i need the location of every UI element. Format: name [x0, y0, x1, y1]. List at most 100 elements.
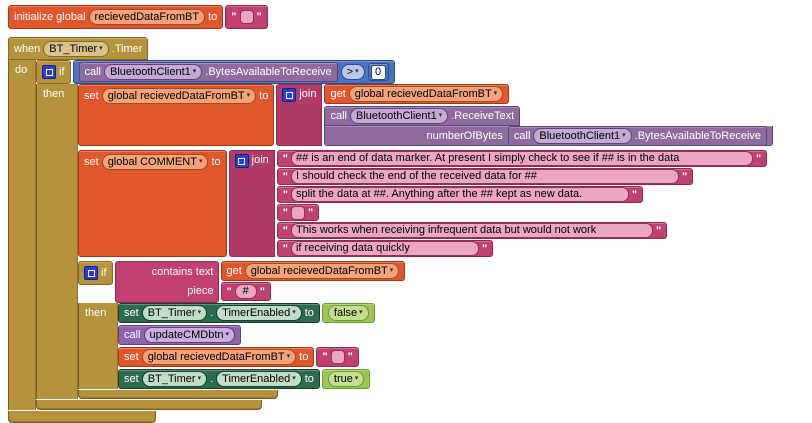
block-if-1[interactable]: if call BluetoothClient1 ▾ .BytesAvailab… [36, 60, 774, 410]
bluetooth-component-text: BluetoothClient1 [355, 110, 437, 122]
dropdown-arrow-icon: ▾ [438, 112, 443, 119]
property-field[interactable]: TimerEnabled ▾ [216, 305, 302, 321]
join2-head[interactable]: join [228, 150, 275, 257]
block-set-timerenabled-true[interactable]: set BT_Timer ▾ . TimerEnabled [118, 369, 320, 389]
block-if-2[interactable]: if contains text piece get [78, 261, 773, 399]
if1-header[interactable]: if [36, 60, 71, 84]
variable-field[interactable]: global recievedDataFromBT ▾ [101, 87, 257, 104]
set-label: set [124, 307, 139, 319]
empty-text-field[interactable] [330, 350, 345, 364]
timer-component-field[interactable]: BT_Timer ▾ [141, 371, 208, 387]
string-text-field[interactable]: split the data at ##. Anything after the… [290, 187, 629, 202]
string-text-field[interactable]: # [234, 284, 257, 299]
empty-text-field[interactable] [239, 10, 254, 24]
join1-head[interactable]: join [276, 84, 323, 146]
block-when-timer[interactable]: when BT_Timer ▾ .Timer do if call [8, 37, 774, 423]
variable-name-field[interactable]: recievedDataFromBT [88, 9, 206, 25]
number-field[interactable]: 0 [370, 64, 386, 80]
block-call-receivetext[interactable]: call BluetoothClient1 ▾ .ReceiveText [324, 106, 774, 146]
mutator-icon[interactable] [282, 88, 297, 102]
stmt-timer-false[interactable]: set BT_Timer ▾ . TimerEnabled [118, 303, 375, 323]
if1-then-spine[interactable]: then [36, 84, 78, 399]
call-label: call [124, 329, 141, 341]
when-bottom-bar[interactable] [8, 411, 156, 423]
string-block[interactable]: " I should check the end of the received… [276, 168, 694, 185]
variable-field[interactable]: global recievedDataFromBT ▾ [244, 263, 400, 279]
dot-label: . [210, 373, 214, 385]
block-logic-false[interactable]: false ▾ [321, 303, 375, 323]
block-logic-true[interactable]: true ▾ [321, 369, 371, 389]
set-label: set [124, 373, 139, 385]
block-initialize-global[interactable]: initialize global recievedDataFromBT to … [8, 5, 268, 29]
receivetext-header[interactable]: call BluetoothClient1 ▾ .ReceiveText [324, 106, 521, 126]
block-call-bytes-available-2[interactable]: call BluetoothClient1 ▾ .BytesAvailableT… [507, 125, 768, 146]
bluetooth-component-field[interactable]: BluetoothClient1 ▾ [104, 64, 203, 80]
when-header[interactable]: when BT_Timer ▾ .Timer [8, 37, 149, 60]
string-text-field[interactable]: I should check the end of the received d… [290, 169, 679, 184]
dropdown-arrow-icon: ▾ [197, 375, 202, 382]
dropdown-arrow-icon: ▾ [359, 309, 363, 316]
block-join-2[interactable]: join " ## is an end of data marker. At p… [228, 150, 768, 257]
block-set-received-1[interactable]: set global recievedDataFromBT ▾ to [78, 84, 275, 146]
block-compare-gt[interactable]: call BluetoothClient1 ▾ .BytesAvailableT… [72, 60, 395, 84]
block-set-received-2[interactable]: set global recievedDataFromBT ▾ to [118, 347, 315, 367]
dropdown-arrow-icon: ▾ [286, 353, 291, 360]
variable-field[interactable]: global recievedDataFromBT ▾ [141, 349, 297, 365]
stmt-set-received-join[interactable]: set global recievedDataFromBT ▾ to [78, 84, 774, 146]
property-field[interactable]: TimerEnabled ▾ [216, 371, 302, 387]
dot-label: . [210, 307, 214, 319]
quote-mark: " [755, 152, 762, 165]
stmt-set-comment-join[interactable]: set global COMMENT ▾ to j [78, 150, 773, 257]
variable-text: global COMMENT [107, 155, 197, 168]
empty-text-field[interactable] [290, 205, 305, 220]
if2-bottom-bar[interactable] [78, 390, 278, 399]
string-text-field[interactable]: ## is an end of data marker. At present … [290, 151, 753, 166]
if2-header[interactable]: if [78, 261, 113, 285]
string-block[interactable]: " This works when receiving infrequent d… [276, 222, 668, 239]
string-block[interactable]: " ## is an end of data marker. At presen… [276, 150, 768, 167]
string-block[interactable]: " if receiving data quickly " [276, 240, 494, 257]
string-text-field[interactable]: if receiving data quickly [290, 241, 479, 256]
variable-field[interactable]: global recievedDataFromBT ▾ [348, 86, 504, 102]
procedure-field[interactable]: updateCMDbtn ▾ [143, 327, 236, 343]
when-do-spine[interactable]: do [8, 60, 36, 410]
string-block-hash[interactable]: " # " [220, 282, 271, 301]
string-text-field[interactable]: This works when receiving infrequent dat… [290, 223, 653, 238]
variable-field[interactable]: global COMMENT ▾ [101, 153, 209, 170]
timer-component-field[interactable]: BT_Timer ▾ [141, 305, 208, 321]
string-block[interactable]: " split the data at ##. Anything after t… [276, 186, 644, 203]
bluetooth-component-field[interactable]: BluetoothClient1 ▾ [533, 127, 632, 144]
to-label: to [208, 11, 218, 23]
block-number-zero[interactable]: 0 [367, 63, 389, 81]
block-call-updatecmdbtn[interactable]: call updateCMDbtn ▾ [118, 325, 242, 345]
block-contains-text[interactable]: contains text piece get global recievedD… [114, 261, 406, 303]
quote-mark: " [256, 11, 262, 23]
block-set-comment[interactable]: set global COMMENT ▾ to [78, 150, 227, 257]
empty-string-block[interactable]: " " [316, 347, 359, 367]
block-call-bytes-available-1[interactable]: call BluetoothClient1 ▾ .BytesAvailableT… [78, 62, 338, 82]
block-set-timerenabled-false[interactable]: set BT_Timer ▾ . TimerEnabled [118, 303, 320, 323]
timer-component-field[interactable]: BT_Timer ▾ [43, 40, 109, 57]
contains-head[interactable]: contains text piece [114, 261, 219, 303]
mutator-icon[interactable] [84, 266, 98, 280]
logic-value-text: true [333, 373, 353, 385]
if1-bottom-bar[interactable] [36, 400, 262, 410]
logic-value-field[interactable]: true ▾ [327, 371, 365, 387]
receivetext-param-row[interactable]: numberOfBytes call BluetoothClient1 ▾ .B… [324, 125, 774, 146]
mutator-icon[interactable] [42, 65, 56, 79]
dropdown-arrow-icon: ▾ [197, 309, 202, 316]
string-block-empty[interactable]: " " [276, 204, 320, 221]
stmt-timer-true[interactable]: set BT_Timer ▾ . TimerEnabled [118, 369, 375, 389]
block-get-received-1[interactable]: get global recievedDataFromBT ▾ [324, 84, 510, 104]
operator-field[interactable]: > ▾ [340, 64, 365, 80]
stmt-clear-variable[interactable]: set global recievedDataFromBT ▾ to " [118, 347, 375, 367]
quote-mark: " [282, 152, 288, 165]
mutator-icon[interactable] [234, 154, 249, 168]
if2-then-spine[interactable]: then [78, 303, 118, 389]
empty-string-block[interactable]: " " [225, 5, 268, 29]
bluetooth-component-field[interactable]: BluetoothClient1 ▾ [349, 108, 449, 124]
initialize-global-block-body[interactable]: initialize global recievedDataFromBT to [8, 5, 224, 29]
logic-value-field[interactable]: false ▾ [327, 305, 369, 321]
block-get-received-2[interactable]: get global recievedDataFromBT ▾ [220, 261, 406, 281]
block-join-1[interactable]: join get global recievedDataFromBT ▾ [276, 84, 774, 146]
